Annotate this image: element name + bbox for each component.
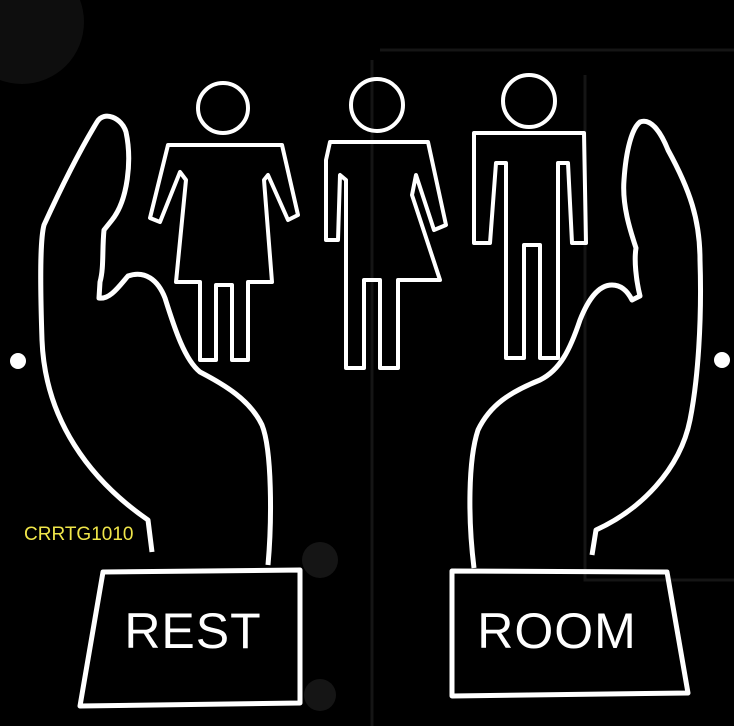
male-figure-icon <box>472 73 588 360</box>
room-label: ROOM <box>477 603 637 659</box>
product-code: CRRTG1010 <box>24 524 134 545</box>
female-figure-icon <box>148 81 300 362</box>
corner-shade <box>0 0 84 84</box>
mounting-hole-icon <box>10 353 26 369</box>
right-hand-icon <box>449 118 704 699</box>
left-hand-icon <box>38 113 303 709</box>
unisex-figure-icon <box>324 77 448 370</box>
rest-label: REST <box>124 603 262 659</box>
mounting-hole-icon <box>714 352 730 368</box>
